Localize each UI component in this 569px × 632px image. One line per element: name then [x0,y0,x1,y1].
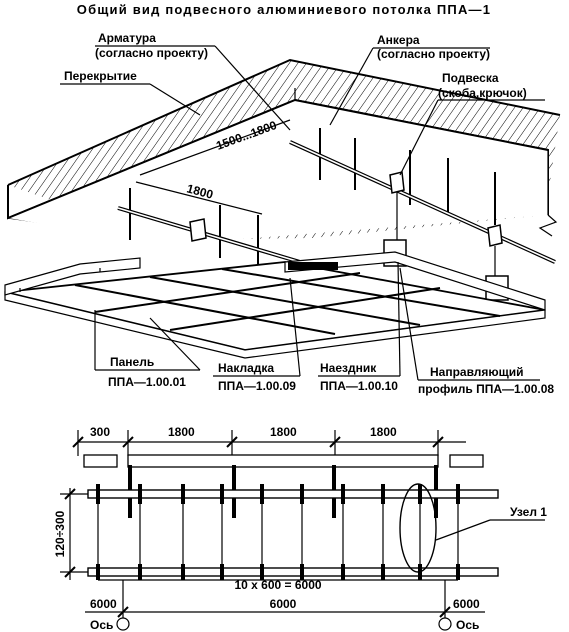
label-ankera: Анкера [377,33,420,47]
label-profile-code: профиль ППА—1.00.08 [418,382,554,396]
dim-span: 1800 [185,181,215,202]
axis-label-left: Ось [90,618,113,632]
label-podveska-note: (скоба,крючок) [438,86,527,100]
dim-grid: 10 x 600 = 6000 [234,578,321,592]
label-perekrytie: Перекрытие [64,69,137,83]
label-naezdnik: Наездник [320,361,377,375]
label-nakladka: Накладка [218,361,274,375]
plan-slab [83,454,484,468]
plan-bottom-dimensions: 6000 6000 6000 [85,580,485,618]
plan-top-dimensions: 300 1800 1800 1800 [72,425,466,456]
dim-top-2: 1800 [270,425,297,439]
axis-markers: Ось Ось [90,617,479,632]
label-armatura: Арматура [98,31,156,45]
label-panel: Панель [110,355,154,369]
label-panel-code: ППА—1.00.01 [108,375,186,389]
node-1-marker: Узел 1 [399,483,547,573]
dim-bottom-1: 6000 [270,597,297,611]
label-nakladka-code: ППА—1.00.09 [218,379,296,393]
label-ankera-note: (согласно проекту) [377,47,490,61]
dim-bottom-2: 6000 [453,597,480,611]
drawing-title: Общий вид подвесного алюминиевого потолк… [77,2,491,17]
plan-grid-dimension: 10 x 600 = 6000 [98,578,458,592]
dim-top-0: 300 [90,425,110,439]
anchor-rods [129,128,496,268]
slab [7,58,561,245]
label-profile: Направляющий [430,365,524,379]
label-node-1: Узел 1 [510,505,547,519]
label-naezdnik-code: ППА—1.00.10 [320,379,398,393]
leader-lines [60,45,545,381]
dim-vertical: 120÷300 [53,510,67,557]
dim-top-1: 1800 [168,425,195,439]
dim-top-3: 1800 [370,425,397,439]
reinforcement-bars [117,140,556,264]
label-armatura-note: (согласно проекту) [95,46,208,60]
dim-bottom-0: 6000 [90,597,117,611]
plan-vertical-dimension: 120÷300 [53,488,88,580]
axis-label-right: Ось [456,618,479,632]
panel-grid [4,251,546,359]
label-podveska: Подвеска [442,71,499,85]
